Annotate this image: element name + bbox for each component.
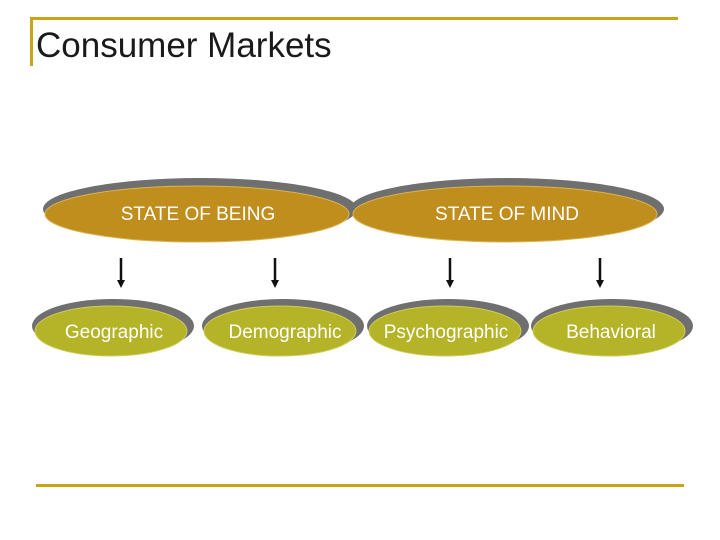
node-oval [532,305,686,357]
node-oval [352,185,658,243]
page-title: Consumer Markets [36,26,332,65]
node-demographic: Demographic [202,299,364,357]
node-psychographic: Psychographic [367,299,529,357]
node-state-of-mind: STATE OF MIND [350,178,664,243]
node-geographic: Geographic [32,299,194,357]
node-label-psychographic: Psychographic [384,322,509,343]
node-oval [34,305,188,357]
node-label-behavioral: Behavioral [566,322,656,343]
bottom-rule [36,484,684,487]
node-oval [44,185,350,243]
title-rule-top [30,17,678,20]
node-label-demographic: Demographic [229,322,342,343]
title-rule-left [30,17,33,66]
node-label-state-of-being: STATE OF BEING [121,204,275,225]
node-oval [368,305,522,357]
node-label-state-of-mind: STATE OF MIND [435,204,579,225]
node-oval [203,305,357,357]
node-label-geographic: Geographic [65,322,163,343]
node-state-of-being: STATE OF BEING [43,178,357,243]
node-behavioral: Behavioral [531,299,693,357]
